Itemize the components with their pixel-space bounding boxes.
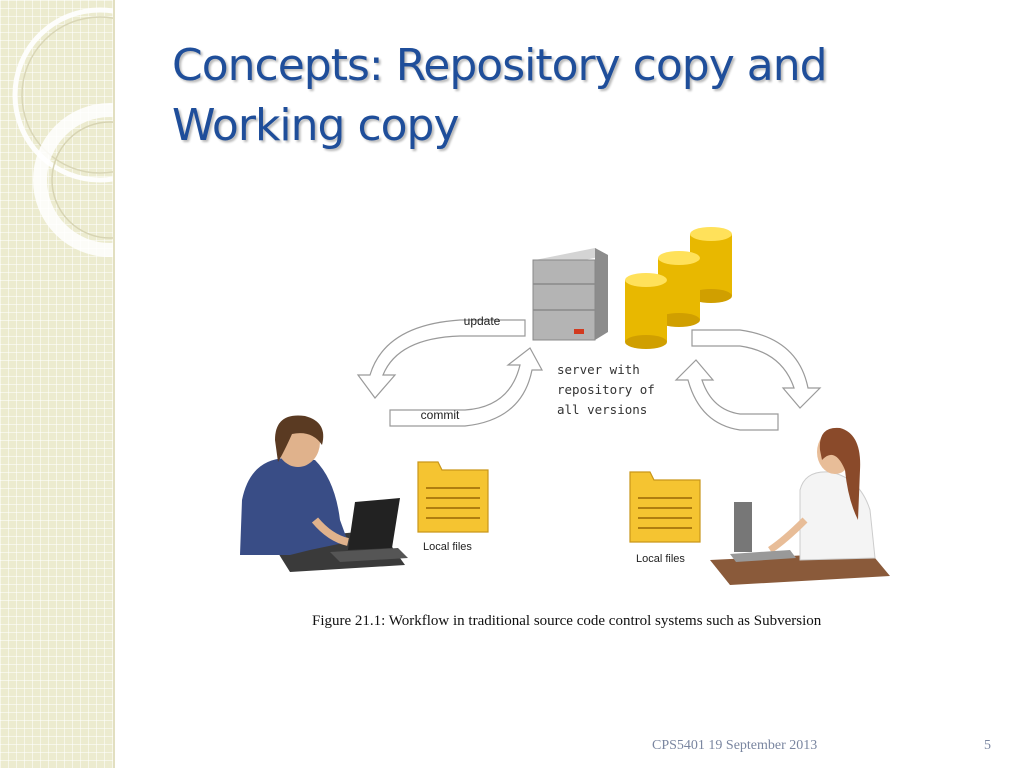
local-files-label-left: Local files bbox=[423, 541, 472, 553]
slide-title: Concepts: Repository copy and Working co… bbox=[172, 40, 828, 151]
slide-footer: CPS5401 19 September 2013 bbox=[652, 738, 818, 753]
update-label: update bbox=[463, 314, 501, 328]
folder-icon bbox=[629, 471, 701, 543]
local-files-label-right: Local files bbox=[636, 553, 685, 565]
figure-caption: Figure 21.1: Workflow in traditional sou… bbox=[312, 613, 822, 629]
server-caption: server with repository of all versions bbox=[557, 362, 655, 417]
server-icon bbox=[532, 248, 608, 341]
page-number: 5 bbox=[984, 738, 991, 753]
workflow-figure: update commit server with repository of … bbox=[230, 220, 910, 640]
right-cycle-arrow-icon bbox=[674, 329, 822, 431]
laptop-icon bbox=[330, 498, 408, 562]
decorative-circles bbox=[12, 7, 113, 257]
commit-label: commit bbox=[420, 408, 460, 422]
decorative-side-band bbox=[0, 0, 115, 768]
laptop-icon bbox=[730, 502, 796, 562]
left-cycle-arrow-icon bbox=[356, 319, 544, 427]
folder-icon bbox=[417, 461, 489, 533]
database-icon bbox=[625, 227, 732, 349]
